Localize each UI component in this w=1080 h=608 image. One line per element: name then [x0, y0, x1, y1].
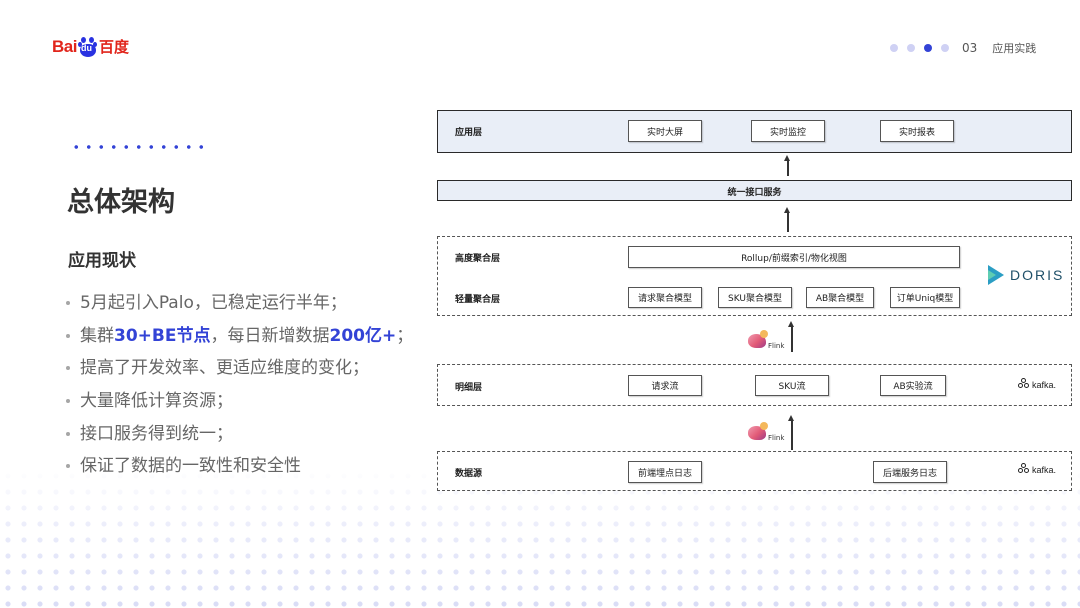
app-layer-label: 应用层 [455, 128, 483, 138]
kafka-text: kafka. [1032, 465, 1057, 475]
bullet-text: 提高了开发效率、更适应维度的变化； [80, 358, 369, 379]
arrow-up [784, 207, 790, 232]
unified-service-layer [437, 180, 1072, 201]
arrow-up [788, 321, 794, 352]
detail-layer-label: 明细层 [455, 383, 483, 393]
bullet-dot [66, 464, 70, 469]
logo-latin: Bai [52, 36, 77, 56]
source-layer-label: 数据源 [455, 469, 483, 479]
paw-text: du [80, 42, 92, 53]
light-agg-label: 轻量聚合层 [455, 295, 501, 305]
kafka-icon [1018, 463, 1030, 477]
bullet-item: 5月起引入Palo，已稳定运行半年； [66, 287, 413, 320]
flink-logo: Flink [748, 422, 785, 442]
page-dot[interactable] [890, 44, 898, 52]
page-dot-active[interactable] [924, 44, 932, 52]
bullet-dot [66, 333, 70, 338]
node-realtime-report: 实时报表 [880, 120, 954, 142]
arrow-up [788, 415, 794, 450]
doris-icon [988, 265, 1006, 285]
bullet-item: 提高了开发效率、更适应维度的变化； [66, 352, 413, 385]
node-realtime-screen: 实时大屏 [628, 120, 702, 142]
arrow-up [784, 155, 790, 176]
page-dot[interactable] [941, 44, 949, 52]
kafka-text: kafka. [1032, 380, 1057, 390]
title-dots-decoration [70, 143, 210, 151]
kafka-icon [1018, 378, 1030, 392]
bullet-text: 接口服务得到统一； [80, 423, 233, 444]
kafka-logo: kafka. [1018, 463, 1056, 477]
page-indicator: 03 应用实践 [890, 40, 1036, 56]
node-realtime-monitor: 实时监控 [751, 120, 825, 142]
page-number: 03 [962, 41, 978, 55]
highlight-daily-data: 200亿+ [329, 325, 397, 346]
node-sku-agg-model: SKU聚合模型 [718, 287, 792, 308]
flink-icon [748, 330, 768, 348]
bullet-text: 保证了数据的一致性和安全性 [80, 456, 301, 477]
flink-text: Flink [768, 434, 785, 442]
flink-text: Flink [768, 342, 785, 350]
page-dot[interactable] [907, 44, 915, 52]
section-name: 应用实践 [992, 42, 1037, 55]
bullet-text: 大量降低计算资源； [80, 391, 233, 412]
kafka-logo: kafka. [1018, 378, 1056, 392]
page-title: 总体架构 [67, 187, 175, 218]
node-ab-experiment-stream: AB实验流 [880, 375, 946, 396]
flink-icon [748, 422, 768, 440]
detail-layer [437, 364, 1072, 406]
bullet-dot [66, 301, 70, 306]
logo-chinese: 百度 [98, 38, 129, 56]
node-sku-stream: SKU流 [755, 375, 829, 396]
flink-logo: Flink [748, 330, 785, 350]
bullet-text: ； [396, 325, 414, 346]
baidu-logo: Bai du 百度 [52, 36, 129, 57]
highlight-be-nodes: 30+BE节点 [114, 325, 211, 346]
node-order-uniq-model: 订单Uniq模型 [890, 287, 960, 308]
node-request-agg-model: 请求聚合模型 [628, 287, 702, 308]
node-request-stream: 请求流 [628, 375, 702, 396]
doris-text: DORIS [1010, 267, 1065, 283]
source-layer [437, 451, 1072, 491]
node-frontend-tracking-log: 前端埋点日志 [628, 461, 702, 483]
bullet-item: 接口服务得到统一； [66, 417, 413, 450]
node-backend-service-log: 后端服务日志 [873, 461, 947, 483]
doris-logo: DORIS [988, 265, 1064, 285]
node-ab-agg-model: AB聚合模型 [806, 287, 874, 308]
bullet-item: 保证了数据的一致性和安全性 [66, 450, 413, 483]
paw-icon: du [77, 36, 98, 57]
bullet-text: 5月起引入Palo，已稳定运行半年； [80, 293, 347, 314]
dotted-background [0, 468, 1080, 608]
bullet-dot [66, 431, 70, 436]
bullet-dot [66, 399, 70, 404]
bullet-dot [66, 366, 70, 371]
bullet-text: 集群 [80, 325, 114, 346]
node-rollup-index-mv: Rollup/前缀索引/物化视图 [628, 246, 960, 268]
bullet-text: ，每日新增数据 [210, 325, 330, 346]
high-agg-label: 高度聚合层 [455, 254, 501, 264]
unified-service-label: 统一接口服务 [727, 188, 782, 198]
bullet-item: 大量降低计算资源； [66, 385, 413, 418]
section-subtitle: 应用现状 [68, 251, 136, 271]
